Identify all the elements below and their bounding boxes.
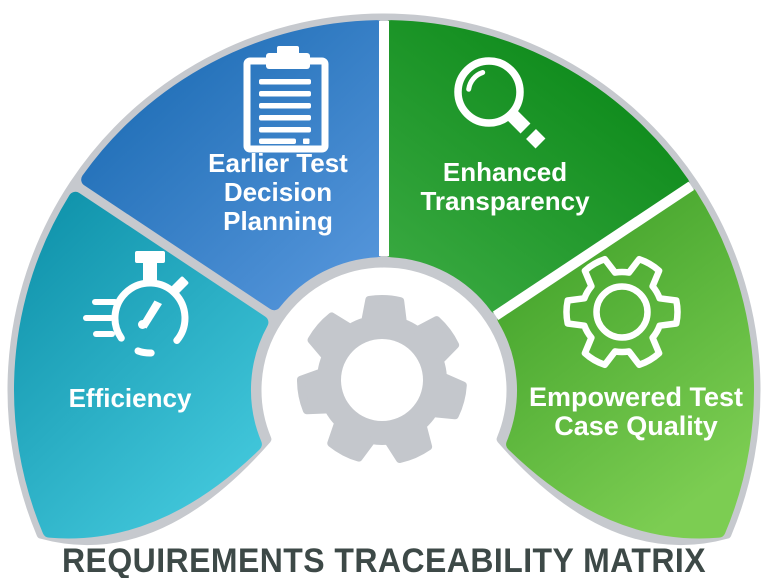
magnifier-icon <box>454 57 546 149</box>
gear-hole <box>341 339 423 421</box>
clipboard-icon <box>243 46 329 153</box>
label-efficiency: Efficiency <box>69 383 192 413</box>
page-title: REQUIREMENTS TRACEABILITY MATRIX <box>62 542 706 578</box>
svg-text:Planning: Planning <box>223 206 333 236</box>
gear-icon <box>296 295 467 463</box>
svg-text:Transparency: Transparency <box>420 186 590 216</box>
svg-text:Enhanced: Enhanced <box>443 157 567 187</box>
gear-outline-icon <box>563 255 681 369</box>
segment-enhanced-transparency <box>384 20 690 314</box>
svg-text:Earlier Test: Earlier Test <box>208 148 348 178</box>
svg-text:Case Quality: Case Quality <box>554 411 718 441</box>
label-enhanced-transparency: Enhanced Transparency <box>420 157 590 216</box>
label-empowered-test-case-quality: Empowered Test Case Quality <box>529 382 743 441</box>
divider-right <box>492 181 695 320</box>
svg-text:Decision: Decision <box>224 177 332 207</box>
label-earlier-test-decision-planning: Earlier Test Decision Planning <box>208 148 348 236</box>
segment-empowered-test-case-quality <box>497 188 754 539</box>
stopwatch-icon <box>83 251 189 357</box>
segment-efficiency <box>14 191 269 539</box>
svg-text:Empowered Test: Empowered Test <box>529 382 743 412</box>
